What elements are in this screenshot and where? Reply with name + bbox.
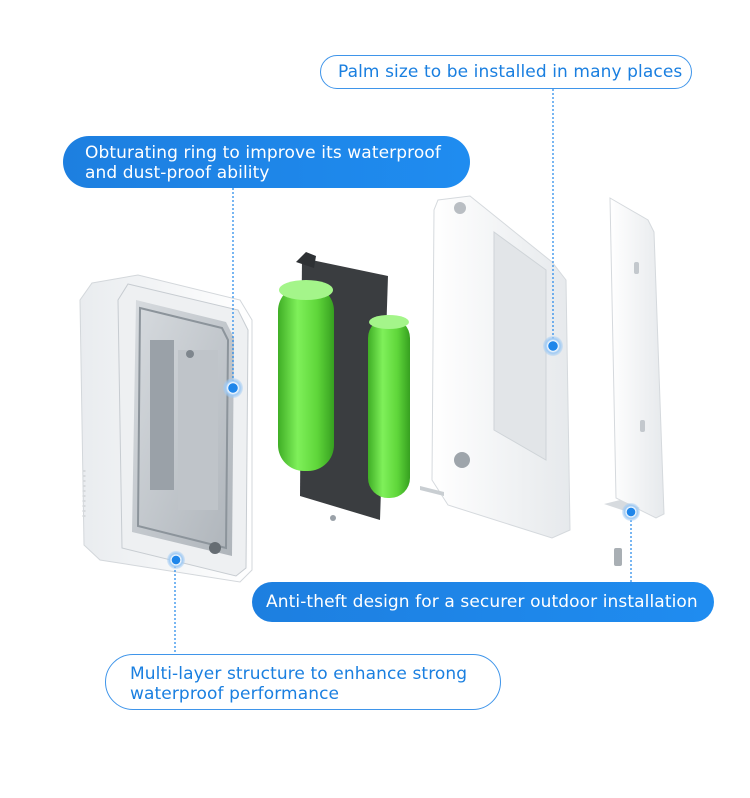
callout-obturating-line1: Obturating ring to improve its waterproo… <box>85 143 441 163</box>
callout-multilayer-line1: Multi-layer structure to enhance strong <box>130 664 468 684</box>
hotspot-multilayer <box>167 551 185 569</box>
callout-multi-layer: Multi-layer structure to enhance strong … <box>105 654 501 710</box>
back-cover <box>420 195 571 539</box>
callout-anti-theft-text: Anti-theft design for a securer outdoor … <box>266 592 698 612</box>
callout-anti-theft: Anti-theft design for a securer outdoor … <box>252 582 714 622</box>
callout-multilayer-line2: waterproof performance <box>130 684 340 704</box>
leader-lines <box>174 89 632 654</box>
hotspot-palm <box>543 336 563 356</box>
hotspot-antitheft <box>622 503 640 521</box>
callout-obturating-ring: Obturating ring to improve its waterproo… <box>63 136 470 188</box>
hotspot-obturating <box>223 378 243 398</box>
housing <box>79 274 253 583</box>
callout-palm-size-text: Palm size to be installed in many places <box>338 62 683 82</box>
battery-pack <box>278 252 410 521</box>
callout-palm-size: Palm size to be installed in many places <box>320 55 692 89</box>
mounting-bracket <box>604 197 665 566</box>
callout-obturating-line2: and dust-proof ability <box>85 163 270 183</box>
